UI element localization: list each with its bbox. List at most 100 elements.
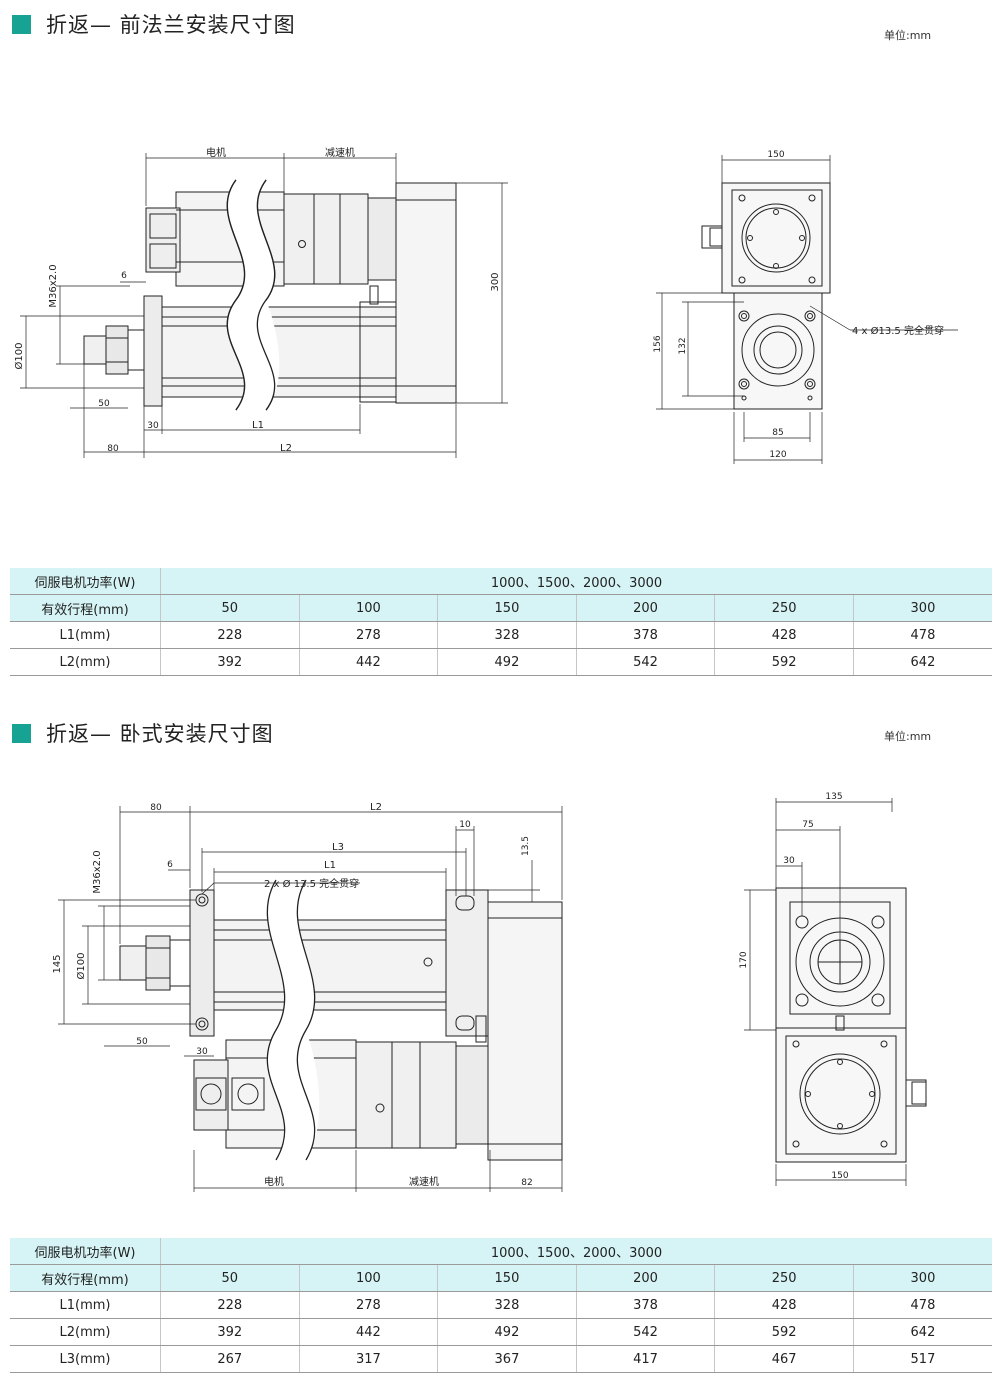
table-cell: 367 <box>437 1345 577 1373</box>
table-cell: 328 <box>437 621 577 649</box>
table-cell: L2(mm) <box>10 1318 161 1346</box>
table-cell: 642 <box>853 648 992 676</box>
table-cell: 428 <box>714 1291 854 1319</box>
table-row: L1(mm) 228 278 328 378 428 478 <box>10 621 992 649</box>
table-cell: 317 <box>299 1345 439 1373</box>
table-cell: L2(mm) <box>10 648 161 676</box>
table-row: L2(mm) 392 442 492 542 592 642 <box>10 648 992 676</box>
s2-dim-L2: L2 <box>370 802 382 813</box>
s2-side-170: 170 <box>739 951 749 968</box>
s2-dim-50: 50 <box>136 1037 148 1047</box>
section2-spec-table: 伺服电机功率(W) 1000、1500、2000、3000 有效行程(mm) 5… <box>10 1238 992 1373</box>
table-row: 有效行程(mm) 50 100 150 200 250 300 <box>10 1264 992 1292</box>
section1-unit: 单位:mm <box>884 29 932 42</box>
table-cell: 278 <box>299 621 439 649</box>
table-cell: 592 <box>714 648 854 676</box>
s2-dim-motor: 电机 <box>264 1175 284 1188</box>
table-cell: L1(mm) <box>10 1291 161 1319</box>
s2-dim-6: 6 <box>167 860 173 870</box>
table-row: 有效行程(mm) 50 100 150 200 250 300 <box>10 594 992 622</box>
table-cell: 642 <box>853 1318 992 1346</box>
table-cell: 467 <box>714 1345 854 1373</box>
section2-drawing: 80 L2 10 L3 13.5 L1 6 M36x2.0 2 x Ø 13.5… <box>52 792 927 1192</box>
table-cell: 478 <box>853 1291 992 1319</box>
table-cell: 492 <box>437 648 577 676</box>
table-cell: 300 <box>853 1264 992 1292</box>
section2-marker-icon <box>12 723 31 743</box>
table-cell: 378 <box>576 621 716 649</box>
section2-unit: 单位:mm <box>884 730 932 743</box>
table-cell: 300 <box>853 594 992 622</box>
table-cell: 有效行程(mm) <box>10 1264 161 1292</box>
s2-dim-L3: L3 <box>332 842 344 853</box>
s2-dim-hole: 2 x Ø 13.5 完全贯穿 <box>264 877 359 890</box>
section1-title: 折返— 前法兰安装尺寸图 <box>46 13 296 37</box>
table-cell: 150 <box>437 594 577 622</box>
s2-side-135: 135 <box>825 792 842 802</box>
table-cell: 100 <box>299 1264 439 1292</box>
s1-dim-L2: L2 <box>280 443 292 454</box>
table-cell: 50 <box>160 1264 300 1292</box>
table-row: L3(mm) 267 317 367 417 467 517 <box>10 1345 992 1373</box>
table-cell: 200 <box>576 1264 716 1292</box>
table-row: L2(mm) 392 442 492 542 592 642 <box>10 1318 992 1346</box>
s2-side-75: 75 <box>802 820 813 830</box>
power-label-cell: 伺服电机功率(W) <box>10 568 161 595</box>
s1-side-85: 85 <box>772 428 783 438</box>
section2-header: 折返— 卧式安装尺寸图 <box>12 718 274 748</box>
section1-drawing: 电机 减速机 300 M36x2.0 6 Ø100 50 30 L1 80 L2 <box>13 146 958 464</box>
table-cell: 392 <box>160 1318 300 1346</box>
table-cell: 228 <box>160 1291 300 1319</box>
s1-side-156: 156 <box>653 335 663 352</box>
table-cell: 有效行程(mm) <box>10 594 161 622</box>
s2-dim-30: 30 <box>196 1047 208 1057</box>
s1-dim-30: 30 <box>147 421 159 431</box>
s2-dim-10: 10 <box>459 820 471 830</box>
table-row: 伺服电机功率(W) 1000、1500、2000、3000 <box>10 1238 992 1265</box>
table-row: L1(mm) 228 278 328 378 428 478 <box>10 1291 992 1319</box>
table-cell: 392 <box>160 648 300 676</box>
s1-dim-300: 300 <box>490 272 501 291</box>
s1-dim-80: 80 <box>107 444 119 454</box>
s2-dim-13-5: 13.5 <box>521 836 531 856</box>
section1-header: 折返— 前法兰安装尺寸图 <box>12 9 296 39</box>
table-cell: 492 <box>437 1318 577 1346</box>
table-cell: 250 <box>714 594 854 622</box>
section1-spec-table: 伺服电机功率(W) 1000、1500、2000、3000 有效行程(mm) 5… <box>10 568 992 676</box>
s1-dim-motor: 电机 <box>206 146 226 159</box>
s2-dim-82: 82 <box>521 1178 532 1188</box>
table-cell: 278 <box>299 1291 439 1319</box>
s2-dim-dia100: Ø100 <box>75 953 87 980</box>
power-label-cell: 伺服电机功率(W) <box>10 1238 161 1265</box>
s1-dim-reducer: 减速机 <box>325 146 355 159</box>
s2-dim-L1: L1 <box>324 860 336 871</box>
s2-dim-80: 80 <box>150 803 162 813</box>
section1-marker-icon <box>12 14 31 34</box>
s1-dim-50: 50 <box>98 399 110 409</box>
s1-side-132: 132 <box>678 337 688 354</box>
s2-side-30: 30 <box>783 856 795 866</box>
table-cell: 150 <box>437 1264 577 1292</box>
table-cell: 592 <box>714 1318 854 1346</box>
table-cell: 542 <box>576 648 716 676</box>
table-cell: 428 <box>714 621 854 649</box>
table-cell: 442 <box>299 1318 439 1346</box>
table-cell: 542 <box>576 1318 716 1346</box>
table-cell: L1(mm) <box>10 621 161 649</box>
power-value-cell: 1000、1500、2000、3000 <box>160 568 992 595</box>
s2-dim-reducer: 减速机 <box>409 1175 439 1188</box>
s1-side-150: 150 <box>767 150 784 160</box>
table-cell: 328 <box>437 1291 577 1319</box>
table-cell: 250 <box>714 1264 854 1292</box>
s1-dim-dia100: Ø100 <box>13 343 25 370</box>
s1-dim-6: 6 <box>121 271 127 281</box>
s1-side-hole: 4 x Ø13.5 完全贯穿 <box>852 324 944 337</box>
s2-dim-145: 145 <box>52 954 63 973</box>
table-cell: 378 <box>576 1291 716 1319</box>
table-cell: 517 <box>853 1345 992 1373</box>
s2-side-150: 150 <box>831 1171 848 1181</box>
s1-dim-L1: L1 <box>252 420 264 431</box>
power-value-cell: 1000、1500、2000、3000 <box>160 1238 992 1265</box>
table-cell: 442 <box>299 648 439 676</box>
s1-side-120: 120 <box>769 450 786 460</box>
